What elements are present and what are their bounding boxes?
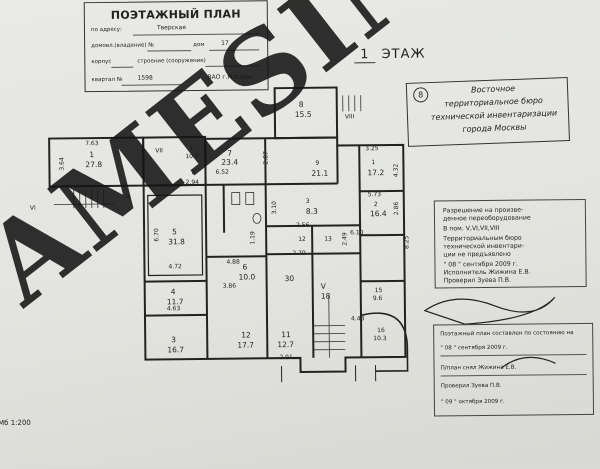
room-label: 15 (375, 287, 383, 294)
plan-state-note: Поэтажный план составлен по состоянию на… (433, 323, 594, 417)
dimension-label: 2.56 (296, 222, 309, 229)
state-underline (440, 354, 586, 357)
room-area: 18 (321, 292, 331, 301)
room-label: 5 (172, 227, 177, 236)
permit-line: денное переоборудование (443, 215, 531, 223)
permit-line: Разрешение на произве- (443, 207, 523, 215)
room-area: 16.4 (370, 209, 387, 218)
permit-line: Территориальным бюро (443, 235, 522, 243)
permit-line: ции не предъявлено (443, 251, 511, 259)
room-area: 12.7 (277, 340, 294, 349)
dimension-label: 3.86 (223, 283, 236, 290)
room-area: 16.7 (167, 345, 184, 354)
dimension-label: 3.25 (365, 145, 378, 152)
dimension-label: 2.86 (393, 202, 400, 215)
dimension-label: 6.10 (350, 229, 363, 236)
wall-partition-a (206, 185, 208, 359)
state-line: " 09 " октября 2009 г. (441, 399, 505, 406)
dimension-label: 4.72 (168, 263, 181, 270)
room-label: 9 (315, 160, 319, 167)
dimension-label: 2.70 (292, 250, 305, 257)
room-label: 4 (171, 287, 176, 296)
dimension-label: 3.10 (271, 201, 278, 214)
room-label: 3 (171, 335, 176, 344)
room-label: 2 (374, 201, 378, 208)
room-area: 30 (285, 274, 295, 283)
dimension-label: 4.88 (226, 259, 239, 266)
permit-note: Разрешение на произве- денное переоборуд… (434, 199, 587, 289)
dimension-label: 4.32 (393, 164, 400, 177)
dimension-label: 2.49 (341, 232, 348, 245)
room-label: 16 (377, 327, 385, 334)
wall-partition-e (224, 185, 225, 233)
exit-arrows (282, 365, 376, 382)
stairs-top (343, 95, 361, 111)
room-area: 8.3 (306, 207, 318, 216)
dimension-label: 2.91 (279, 354, 292, 361)
wall-partition-d (359, 145, 361, 357)
dimension-label: 1.19 (249, 231, 256, 244)
room-area: 17.7 (237, 340, 254, 349)
state-line: П/план снял Жижина Е.В. (441, 365, 517, 372)
state-line: " 08 " сентября 2009 г. (440, 345, 507, 352)
state-line: Проверил Зуева П.В. (441, 383, 502, 390)
permit-line: Проверил Зуева П.В. (444, 277, 511, 285)
dimension-label: 8.25 (403, 236, 410, 249)
permit-line: В пом. V,VI,VII,VIII (443, 225, 500, 233)
sanitary-fixtures (232, 192, 261, 223)
room-label: 11 (281, 330, 291, 339)
state-underline (441, 374, 587, 377)
wall-h-5 (266, 225, 360, 226)
room-area: 21.1 (311, 169, 328, 178)
room-label: 12 (298, 236, 306, 243)
wall-h-2 (145, 315, 207, 316)
room-area: 9.6 (373, 295, 383, 302)
room-area: 31.8 (168, 237, 185, 246)
scale-label: Мб 1:200 (0, 419, 31, 427)
wall-h-1 (145, 281, 207, 282)
room-area: 10.0 (239, 272, 256, 281)
dimension-label: 5.73 (368, 191, 381, 198)
room-label: 6 (242, 262, 247, 271)
wall-partition-c (312, 226, 313, 358)
room-label: 12 (241, 330, 251, 339)
signature-scribble (425, 297, 555, 324)
dimension-label: 4.63 (167, 305, 180, 312)
room-label: VIII (345, 113, 354, 120)
stairs-center (313, 295, 346, 357)
room-label: V (321, 282, 326, 291)
room-label: 1 (371, 159, 375, 166)
room-area: 17.2 (367, 168, 384, 177)
wall-partition-b (265, 138, 267, 358)
state-line: Поэтажный план составлен по состоянию на (440, 330, 573, 337)
wall-h-6 (266, 253, 360, 254)
permit-line: " 08 " сентября 2009 г. (443, 261, 517, 269)
permit-line: Исполнитель Жижина Е.В. (444, 269, 531, 277)
room-label: 13 (324, 236, 332, 243)
permit-line: технической инвентари- (443, 243, 524, 251)
wall-h-3 (206, 256, 266, 257)
room-label: 3 (306, 198, 310, 205)
room-area: 10.3 (373, 335, 386, 342)
dimension-label: 4.48 (351, 315, 364, 322)
